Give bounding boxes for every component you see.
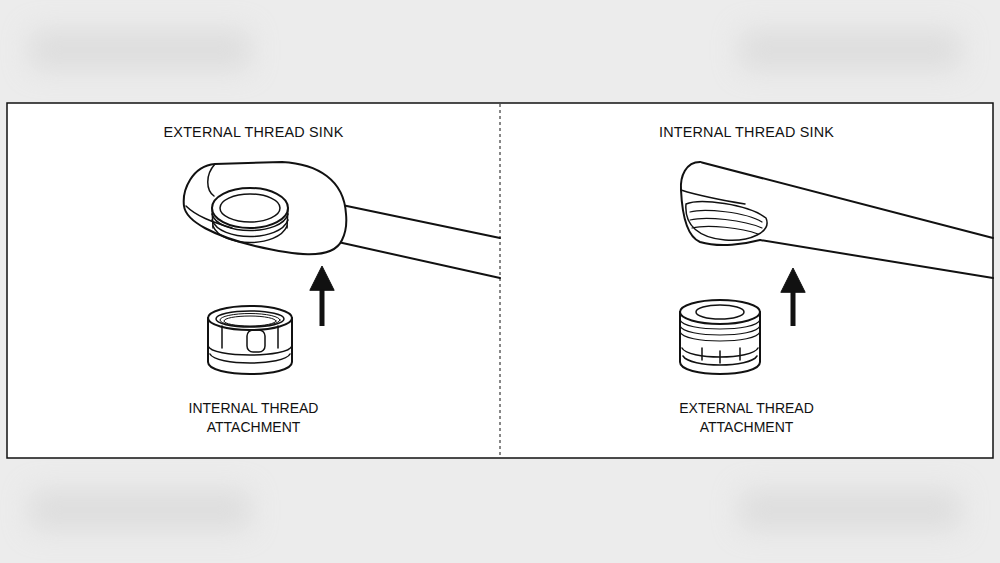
panel-heading: EXTERNAL THREAD SINK [8, 124, 499, 140]
part-label: EXTERNAL THREAD ATTACHMENT [662, 399, 832, 437]
sink-panel: EXTERNAL THREAD SINK INTERNAL THREAD ATTA… [8, 104, 499, 457]
sink-panel: INTERNAL THREAD SINK EXTERNAL THREAD ATTA… [501, 104, 992, 457]
panel-heading: INTERNAL THREAD SINK [501, 124, 992, 140]
part-label: INTERNAL THREAD ATTACHMENT [169, 399, 339, 437]
